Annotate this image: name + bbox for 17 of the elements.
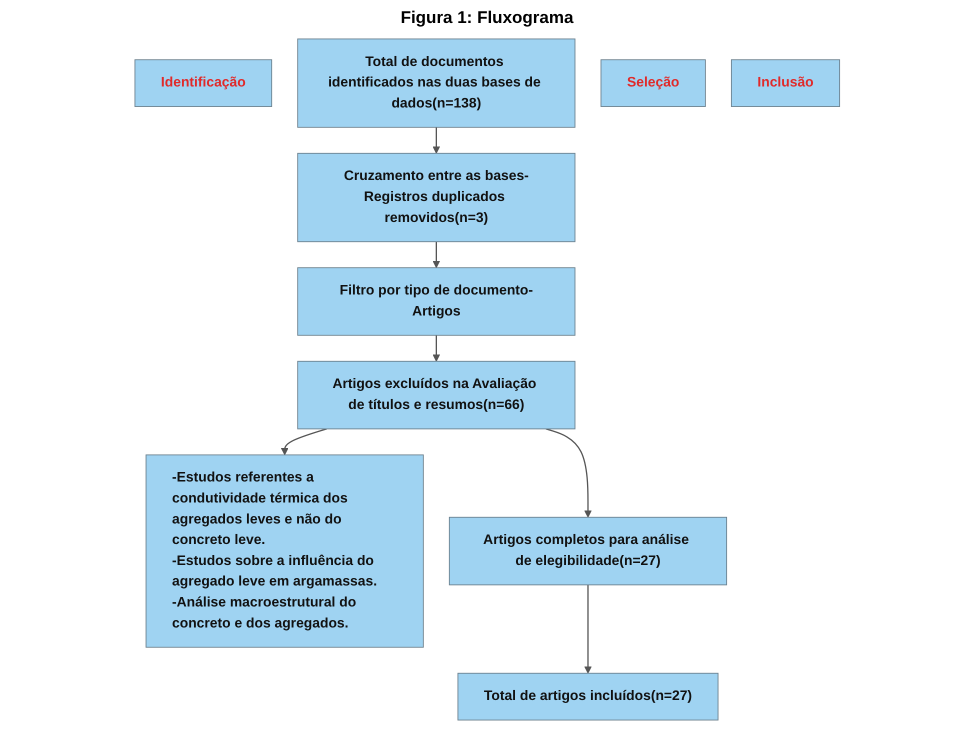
node-box: Cruzamento entre as bases-Registros duplicados removidos(n=3) bbox=[296, 152, 576, 242]
arrow bbox=[432, 127, 440, 154]
node-box: Filtro por tipo de documento-Artigos bbox=[296, 267, 576, 336]
arrow bbox=[280, 428, 327, 456]
arrow bbox=[584, 584, 592, 674]
arrow bbox=[545, 428, 592, 518]
node-box: Total de artigos incluídos(n=27) bbox=[457, 672, 718, 720]
node-box: Artigos excluídos na Avaliação de títulos e resumos(n=66) bbox=[296, 360, 576, 430]
node-box: Identificação bbox=[134, 59, 272, 107]
arrow bbox=[432, 242, 440, 268]
node-box: Inclusão bbox=[730, 59, 840, 107]
node-box: Total de documentos identificados nas duas bases de dados(n=138) bbox=[296, 38, 576, 128]
figure-title: Figura 1: Fluxograma bbox=[400, 8, 574, 28]
arrow bbox=[432, 335, 440, 362]
node-box: -Estudos referentes a condutividade térmica dos agregados leves e não do concreto leve. -Estudos sobre a influência do agregado leve em argamassas. -Análise macroestrutural do concreto e dos agregados. bbox=[145, 454, 424, 648]
node-box: Seleção bbox=[600, 59, 706, 107]
node-box: Artigos completos para análise de elegibilidade(n=27) bbox=[448, 516, 727, 586]
